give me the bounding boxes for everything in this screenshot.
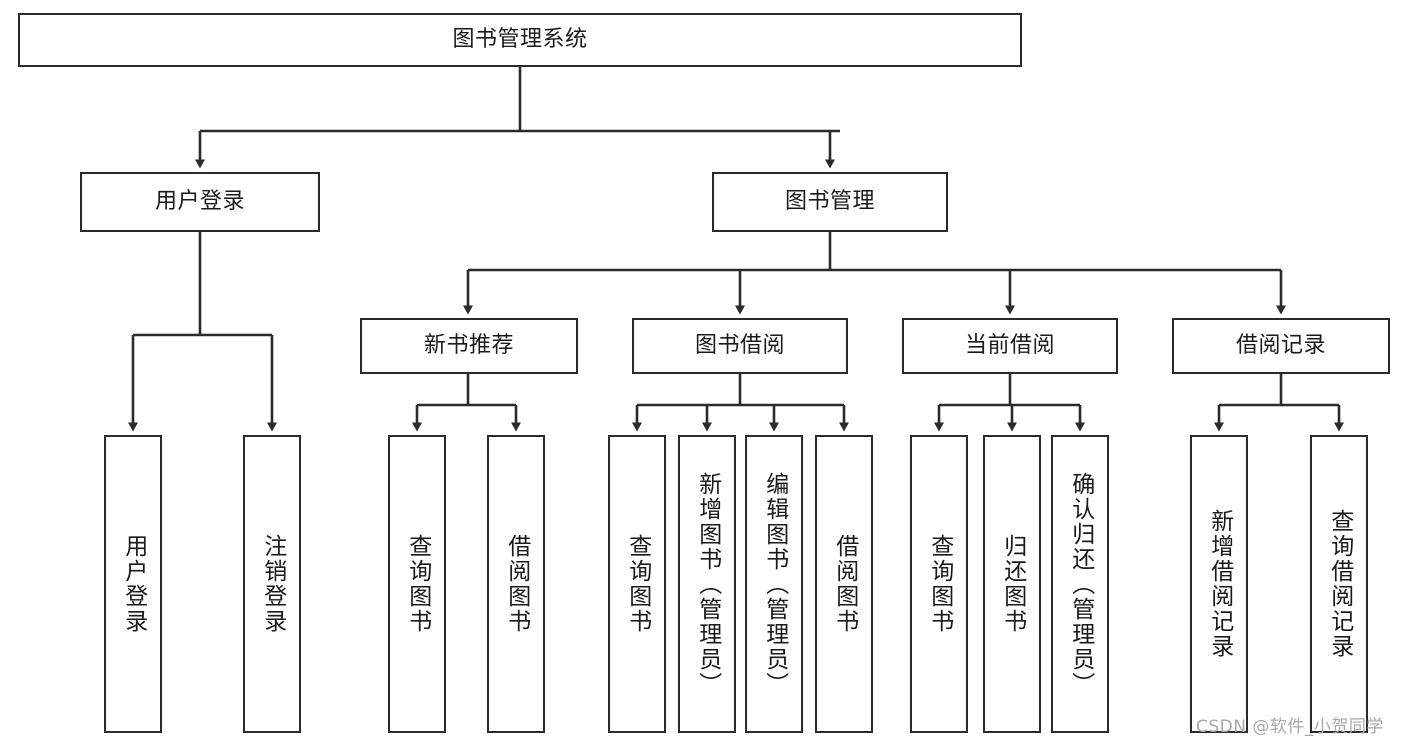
node-level3-new-book-recommend[interactable]: 新书推荐 bbox=[360, 318, 578, 374]
node-level3-current-borrow[interactable]: 当前借阅 bbox=[902, 318, 1118, 374]
node-level2-user-login[interactable]: 用户登录 bbox=[80, 172, 320, 232]
node-leaf-query-book[interactable]: 查询图书 bbox=[608, 435, 666, 733]
node-leaf-add-book-admin[interactable]: 新增图书（管理员） bbox=[678, 435, 736, 733]
node-level3-book-borrow[interactable]: 图书借阅 bbox=[632, 318, 848, 374]
node-leaf-add-borrow-record[interactable]: 新增借阅记录 bbox=[1190, 435, 1248, 733]
node-leaf-query-borrow-record[interactable]: 查询借阅记录 bbox=[1310, 435, 1368, 733]
node-leaf-edit-book-admin[interactable]: 编辑图书（管理员） bbox=[745, 435, 803, 733]
node-level3-borrow-record[interactable]: 借阅记录 bbox=[1172, 318, 1390, 374]
node-leaf-borrow-book-rec[interactable]: 借阅图书 bbox=[487, 435, 545, 733]
node-leaf-borrow-book[interactable]: 借阅图书 bbox=[815, 435, 873, 733]
node-leaf-confirm-return-admin[interactable]: 确认归还（管理员） bbox=[1051, 435, 1109, 733]
node-leaf-query-book-rec[interactable]: 查询图书 bbox=[388, 435, 446, 733]
node-leaf-query-book-current[interactable]: 查询图书 bbox=[910, 435, 968, 733]
node-leaf-user-login[interactable]: 用户登录 bbox=[104, 435, 162, 733]
node-level2-book-management[interactable]: 图书管理 bbox=[712, 172, 948, 232]
node-leaf-return-book[interactable]: 归还图书 bbox=[983, 435, 1041, 733]
node-root[interactable]: 图书管理系统 bbox=[18, 13, 1022, 67]
node-leaf-logout[interactable]: 注销登录 bbox=[243, 435, 301, 733]
